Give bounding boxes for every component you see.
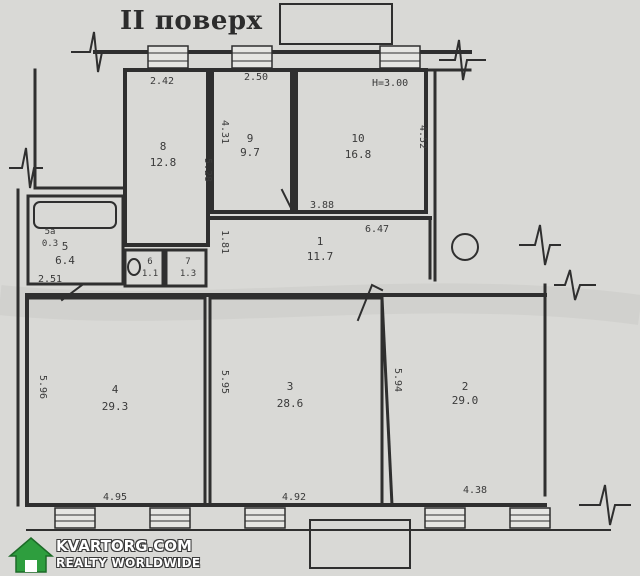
window-bottom-5 — [509, 507, 551, 529]
room-2-number: 2 — [462, 380, 469, 393]
window-bottom-2 — [149, 507, 191, 529]
dim-ceiling-height: H=3.00 — [372, 78, 408, 89]
door-room-4 — [60, 283, 84, 302]
room-3-2-partition — [380, 296, 394, 507]
room-9-area: 9.7 — [240, 146, 260, 159]
room-3-walls — [208, 296, 384, 507]
window-bottom-3 — [244, 507, 286, 529]
dim-room-5-width: 2.51 — [38, 274, 62, 285]
room-7-number: 7 — [185, 257, 190, 267]
room-1-area: 11.7 — [307, 250, 334, 263]
dim-room-2-width: 4.38 — [463, 485, 487, 496]
room-1-number: 1 — [317, 235, 324, 248]
room-10-walls — [294, 68, 428, 214]
room-10-number: 10 — [351, 132, 364, 145]
room-8-area: 12.8 — [150, 156, 177, 169]
room-7-walls — [164, 248, 208, 288]
door-room-10 — [280, 188, 294, 212]
room-6-number: 6 — [147, 257, 152, 267]
window-top-3 — [379, 45, 421, 69]
watermark-line1: KVARTORG.COM — [56, 537, 192, 555]
room-5-area: 6.4 — [55, 254, 75, 267]
dim-room-9-width: 2.50 — [244, 72, 268, 83]
watermark-text: KVARTORG.COM REALTY WORLDWIDE — [56, 538, 200, 572]
window-top-1 — [147, 45, 189, 69]
break-line-top-left — [71, 31, 121, 73]
room-4-number: 4 — [112, 383, 119, 396]
dim-room-9-length: 4.31 — [219, 120, 230, 144]
bathtub — [33, 201, 117, 229]
toilet — [127, 258, 141, 276]
break-line-right — [519, 224, 561, 266]
break-line-left — [9, 147, 43, 189]
window-top-2 — [231, 45, 273, 69]
window-bottom-1 — [54, 507, 96, 529]
room-7-area: 1.3 — [180, 269, 196, 279]
room-9-number: 9 — [247, 132, 254, 145]
window-bottom-4 — [424, 507, 466, 529]
dimension-labels: 2.42 2.50 H=3.00 5.28 4.31 4.52 3.88 6.4… — [37, 72, 487, 503]
dim-room-4-length: 5.96 — [37, 375, 48, 399]
dim-room-3-length: 5.95 — [219, 370, 230, 394]
walls — [9, 3, 631, 569]
room-5-number: 5 — [62, 240, 69, 253]
stove-circle — [451, 233, 479, 261]
fold-shadow — [0, 283, 640, 325]
room-6-walls — [123, 248, 165, 288]
room-4-area: 29.3 — [102, 400, 129, 413]
left-upper-wall — [33, 68, 127, 190]
house-logo-icon — [7, 537, 55, 573]
break-line-top-right — [439, 39, 486, 81]
dim-room-8-length: 5.28 — [202, 158, 213, 182]
room-5a-number: 5а — [45, 227, 56, 237]
room-6-area: 1.1 — [142, 269, 158, 279]
dim-room-8-width: 2.42 — [150, 76, 174, 87]
door-room-2 — [356, 283, 384, 322]
room-10-area: 16.8 — [345, 148, 372, 161]
dim-corridor-width: 1.81 — [219, 230, 230, 254]
window-mullions — [55, 52, 550, 522]
balcony-bottom — [309, 519, 411, 569]
dim-room-4-width: 4.95 — [103, 492, 127, 503]
floor-title: II поверх — [120, 6, 263, 36]
watermark-line2: REALTY WORLDWIDE — [56, 556, 201, 570]
windows — [54, 45, 551, 529]
break-line-bottom-right — [579, 484, 631, 526]
dim-room-3-width: 4.92 — [282, 492, 306, 503]
room-4-walls — [25, 296, 207, 507]
room-8-number: 8 — [160, 140, 167, 153]
stair-box-top — [279, 3, 393, 45]
room-5-walls — [26, 194, 125, 286]
dim-room-2-length: 5.94 — [392, 368, 403, 392]
room-3-number: 3 — [287, 380, 294, 393]
room-5a-area: 0.3 — [42, 239, 58, 249]
room-9-walls — [210, 68, 294, 214]
room-2-area: 29.0 — [452, 394, 479, 407]
dim-room-10-length: 4.52 — [417, 125, 428, 149]
room-8-walls — [123, 68, 210, 247]
dim-room-10-width: 3.88 — [310, 200, 334, 211]
room-labels: 8 12.8 9 9.7 10 16.8 5 6.4 5а 0.3 6 1.1 … — [42, 132, 478, 413]
dim-corridor-length: 6.47 — [365, 224, 389, 235]
break-line-mid-right — [554, 269, 596, 301]
room-3-area: 28.6 — [277, 397, 304, 410]
